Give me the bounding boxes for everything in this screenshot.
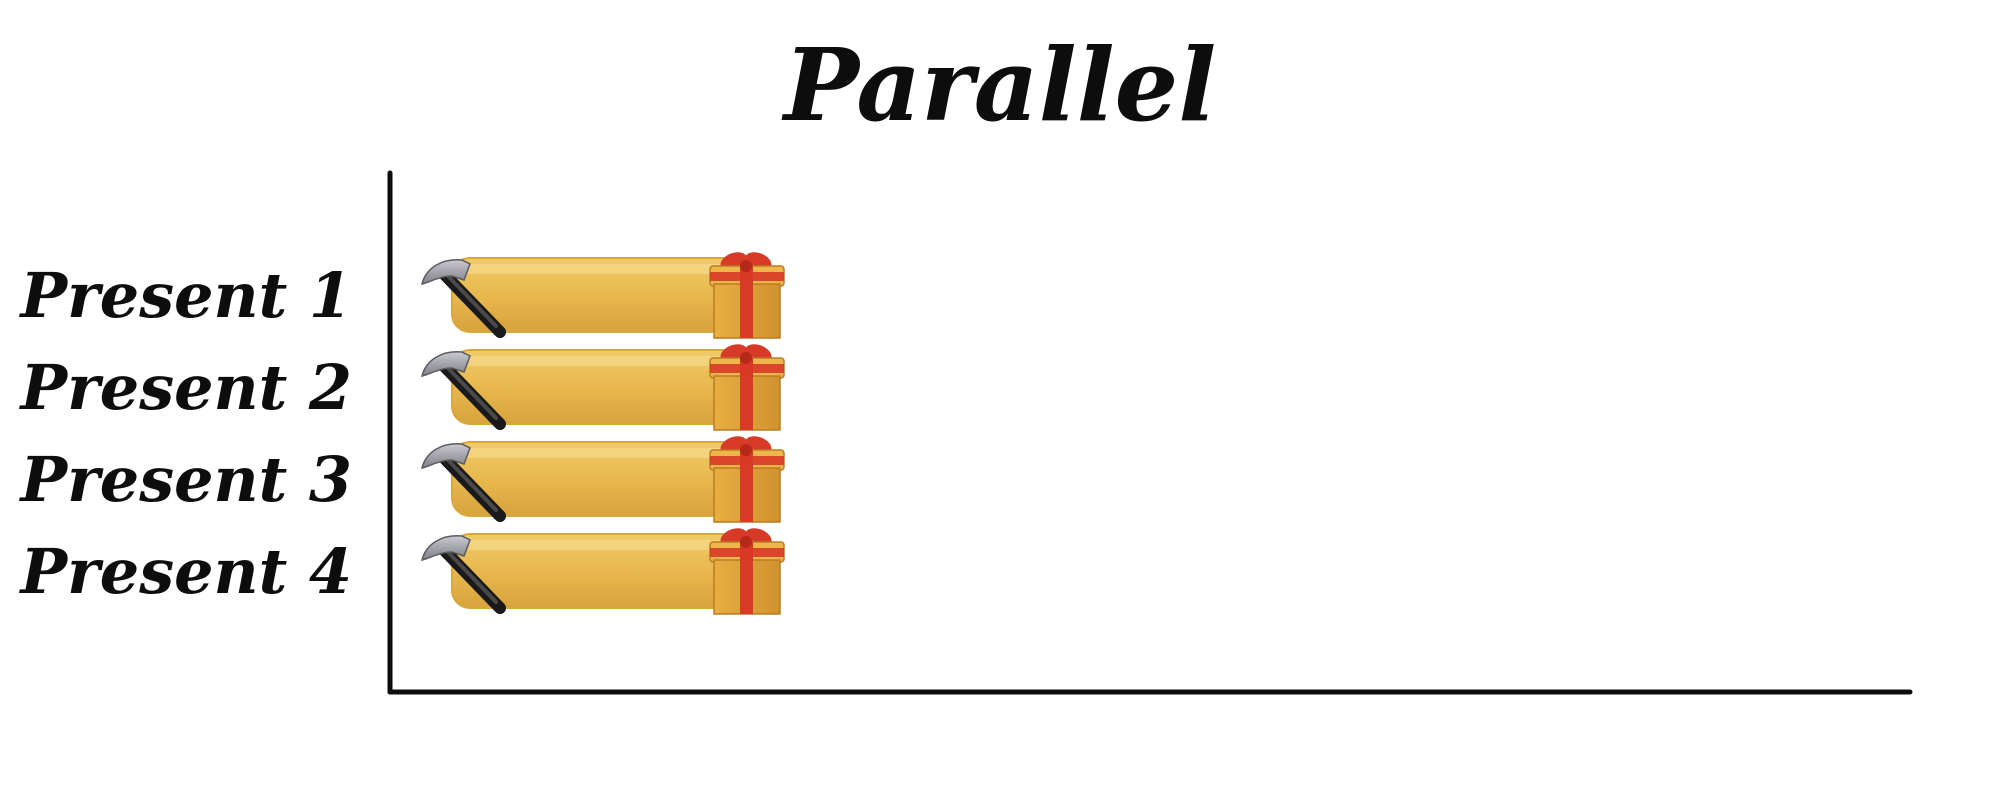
task-row: Present 4	[18, 528, 785, 615]
gift-bow-knot	[740, 352, 752, 364]
gift-ribbon-vertical	[740, 358, 753, 430]
row-label: Present 2	[18, 351, 352, 424]
gift-ribbon-horizontal	[710, 456, 784, 465]
hammer-head	[420, 443, 471, 470]
hammer-head	[420, 259, 471, 286]
gift-icon	[709, 252, 785, 339]
diagram-title: Parallel	[783, 26, 1217, 144]
gift-ribbon-vertical	[740, 542, 753, 614]
task-bar-highlight	[462, 540, 760, 550]
gift-icon	[709, 344, 785, 431]
hammer-handle-shine	[446, 550, 498, 604]
gift-ribbon-horizontal	[710, 548, 784, 557]
task-bar-highlight	[462, 448, 760, 458]
task-row: Present 2	[18, 344, 785, 431]
row-label: Present 1	[18, 259, 352, 332]
task-bar-highlight	[462, 356, 760, 366]
gift-ribbon-horizontal	[710, 272, 784, 281]
hammer-handle-shine	[446, 366, 498, 420]
gift-bow-knot	[740, 536, 752, 548]
gift-ribbon-vertical	[740, 266, 753, 338]
gift-icon	[709, 436, 785, 523]
hammer-icon	[420, 535, 506, 614]
task-bar-highlight	[462, 264, 760, 274]
gift-bow-knot	[740, 260, 752, 272]
gift-ribbon-vertical	[740, 450, 753, 522]
hammer-handle-shine	[446, 458, 498, 512]
task-row: Present 3	[18, 436, 785, 523]
hammer-icon	[420, 351, 506, 430]
gift-bow-knot	[740, 444, 752, 456]
task-rows: Present 1 Present 2 Present 3 Present 4	[18, 252, 785, 615]
gift-icon	[709, 528, 785, 615]
hammer-head	[420, 351, 471, 378]
hammer-icon	[420, 443, 506, 522]
hammer-handle-shine	[446, 274, 498, 328]
row-label: Present 4	[18, 535, 352, 608]
gift-ribbon-horizontal	[710, 364, 784, 373]
hammer-head	[420, 535, 471, 562]
row-label: Present 3	[18, 443, 352, 516]
task-row: Present 1	[18, 252, 785, 339]
hammer-icon	[420, 259, 506, 338]
